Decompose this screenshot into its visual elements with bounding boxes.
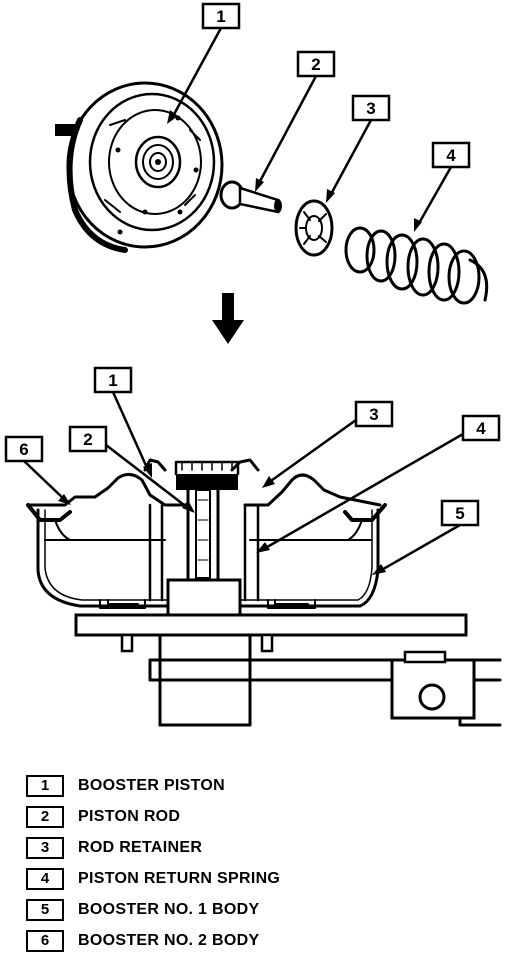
callout-label: 3 [366, 99, 375, 118]
callout-1-top: 1 [167, 2, 241, 124]
callout-5-bottom: 5 [372, 499, 480, 575]
callout-label: 3 [369, 405, 378, 424]
callout-3-top: 3 [326, 94, 391, 203]
booster-housing-base [74, 613, 502, 727]
legend-label: BOOSTER PISTON [78, 776, 226, 794]
legend-label: PISTON RETURN SPRING [78, 869, 281, 887]
callout-label: 2 [83, 430, 92, 449]
callout-2-top: 2 [255, 50, 336, 192]
legend-label: ROD RETAINER [78, 838, 203, 856]
legend-item: 5 BOOSTER NO. 1 BODY [26, 894, 486, 925]
legend-item: 6 BOOSTER NO. 2 BODY [26, 925, 486, 956]
legend-label: BOOSTER NO. 2 BODY [78, 931, 260, 949]
booster-piston-part [55, 81, 224, 253]
piston-rod-assembly [143, 458, 260, 617]
callout-2-bottom: 2 [68, 425, 195, 513]
callout-1-bottom: 1 [93, 366, 152, 478]
parts-legend: 1 BOOSTER PISTON 2 PISTON ROD 3 ROD RETA… [26, 770, 486, 956]
assembly-arrow-icon [212, 293, 244, 344]
callout-label: 6 [19, 440, 28, 459]
callout-3-bottom: 3 [262, 400, 394, 488]
piston-rod-part [219, 180, 282, 214]
callout-label: 1 [108, 371, 117, 390]
callout-6-bottom: 6 [4, 435, 71, 505]
callout-label: 2 [311, 55, 320, 74]
legend-label: PISTON ROD [78, 807, 181, 825]
exploded-view: 1 2 3 4 [55, 2, 489, 344]
legend-number: 4 [26, 867, 64, 890]
legend-number: 2 [26, 805, 64, 828]
legend-number: 5 [26, 898, 64, 921]
callout-label: 1 [216, 7, 225, 26]
callout-4-bottom: 4 [256, 414, 501, 553]
callout-label: 4 [476, 419, 486, 438]
legend-item: 1 BOOSTER PISTON [26, 770, 486, 801]
legend-item: 2 PISTON ROD [26, 801, 486, 832]
callout-4-top: 4 [414, 141, 471, 232]
legend-number: 3 [26, 836, 64, 859]
callout-label: 5 [455, 504, 464, 523]
assembled-view: 1 2 3 4 5 6 [4, 366, 502, 727]
return-spring-part [344, 226, 489, 305]
legend-label: BOOSTER NO. 1 BODY [78, 900, 260, 918]
legend-item: 3 ROD RETAINER [26, 832, 486, 863]
legend-number: 1 [26, 774, 64, 797]
legend-item: 4 PISTON RETURN SPRING [26, 863, 486, 894]
callout-label: 4 [446, 146, 456, 165]
legend-number: 6 [26, 929, 64, 952]
rod-retainer-part [294, 199, 334, 257]
